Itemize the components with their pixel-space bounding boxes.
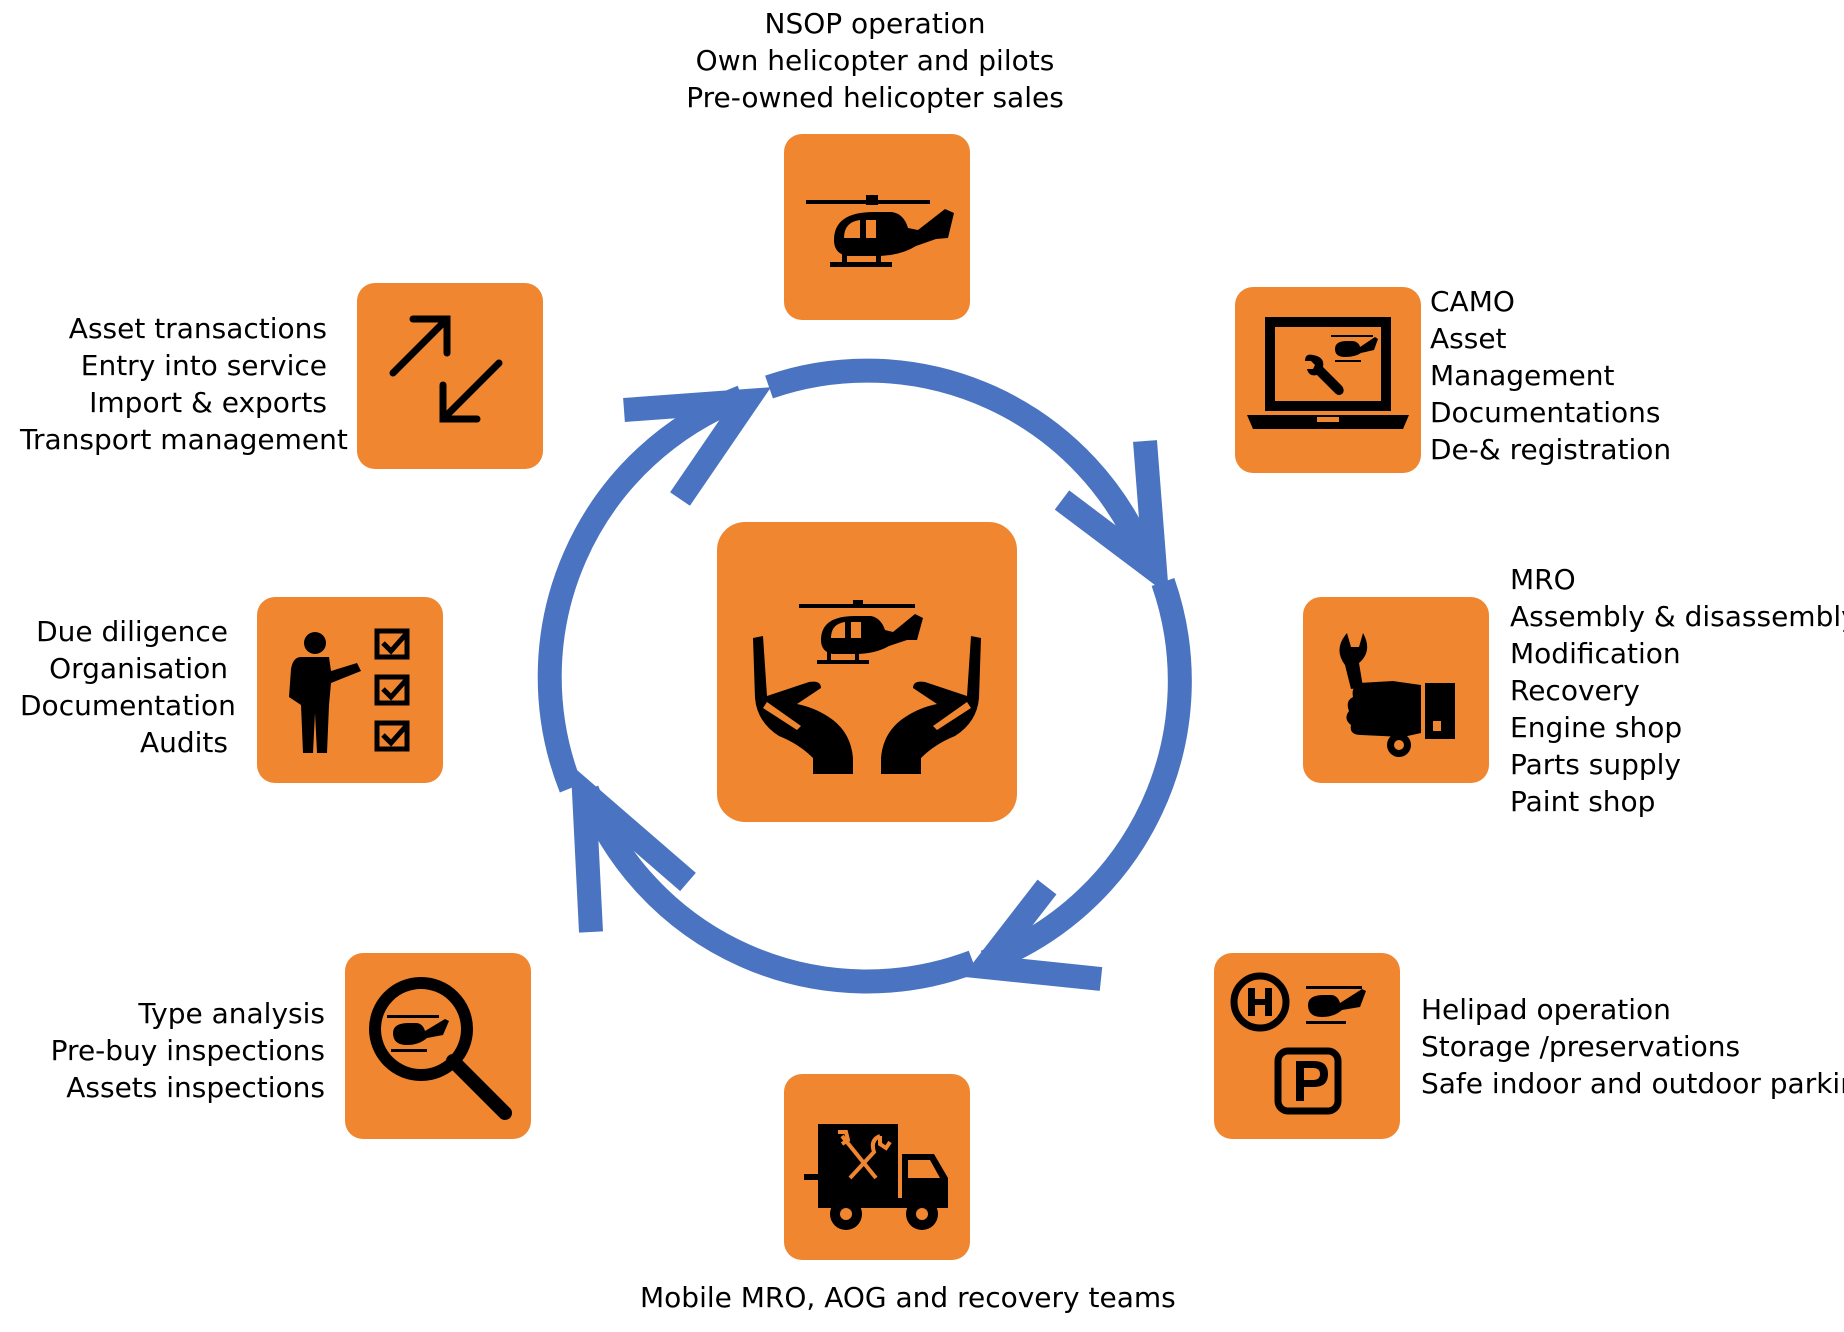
camo-line-4: Documentations <box>1430 396 1661 429</box>
exchange-arrows-icon <box>389 315 503 423</box>
transactions-tile <box>357 283 543 469</box>
hands-helicopter-icon <box>753 600 981 774</box>
laptop-helicopter-wrench-icon <box>1247 317 1409 429</box>
camo-line-2: Asset <box>1430 322 1507 355</box>
inspection-line-1: Type analysis <box>138 997 325 1030</box>
cycle-arc-bottom-left <box>575 785 978 994</box>
arrowhead-top-right <box>1054 440 1170 596</box>
transactions-line-1: Asset transactions <box>68 312 327 345</box>
top-label: NSOP operation Own helicopter and pilots… <box>650 5 1100 116</box>
arrowhead-bottom-left <box>570 764 696 933</box>
helipad-line-1: Helipad operation <box>1421 993 1671 1026</box>
cycle-arc-top-left <box>537 385 747 793</box>
repair-truck-icon <box>804 1124 948 1230</box>
mro-tile <box>1303 597 1489 783</box>
diligence-line-2: Organisation <box>49 652 228 685</box>
camo-line-1: CAMO <box>1430 285 1515 318</box>
camo-tile <box>1235 287 1421 473</box>
magnifier-helicopter-icon <box>369 977 512 1120</box>
helipad-tile <box>1214 953 1400 1139</box>
diligence-label: Due diligence Organisation Documentation… <box>20 613 236 761</box>
transactions-line-4: Transport management <box>20 423 348 456</box>
cycle-arc-top-right <box>765 358 1157 563</box>
top-line-2: Own helicopter and pilots <box>695 44 1055 77</box>
diligence-line-4: Audits <box>139 726 228 759</box>
mro-line-2: Assembly & disassembly <box>1510 600 1844 633</box>
cycle-arc-bottom-right <box>980 578 1192 974</box>
helipad-parking-icon <box>1230 972 1366 1115</box>
diligence-line-3: Documentation <box>20 689 236 722</box>
transactions-line-3: Import & exports <box>89 386 327 419</box>
transactions-line-2: Entry into service <box>80 349 327 382</box>
helicopter-icon <box>806 195 954 267</box>
mro-line-1: MRO <box>1510 563 1576 596</box>
hand-wrench-icon <box>1339 633 1455 757</box>
diligence-line-1: Due diligence <box>36 615 228 648</box>
diligence-tile <box>257 597 443 783</box>
camo-line-5: De-& registration <box>1430 433 1672 466</box>
center-tile <box>717 522 1017 822</box>
inspection-line-3: Assets inspections <box>66 1071 325 1104</box>
inspection-label: Type analysis Pre-buy inspections Assets… <box>20 995 325 1106</box>
mro-line-3: Modification <box>1510 637 1681 670</box>
mro-line-5: Engine shop <box>1510 711 1683 744</box>
mobile-label: Mobile MRO, AOG and recovery teams <box>640 1279 1176 1316</box>
arrowhead-bottom-right <box>962 879 1103 991</box>
mobile-line-1: Mobile MRO, AOG and recovery teams <box>640 1281 1176 1314</box>
inspection-tile <box>345 953 531 1139</box>
camo-label: CAMO Asset Management Documentations De-… <box>1430 283 1671 468</box>
mro-line-6: Parts supply <box>1510 748 1681 781</box>
mro-label: MRO Assembly & disassembly Modification … <box>1510 561 1844 820</box>
helipad-label: Helipad operation Storage /preservations… <box>1421 991 1844 1102</box>
top-line-1: NSOP operation <box>764 7 986 40</box>
presenter-checklist-icon <box>289 628 410 753</box>
mobile-tile <box>784 1074 970 1260</box>
mro-line-7: Paint shop <box>1510 785 1656 818</box>
helipad-line-3: Safe indoor and outdoor parking <box>1421 1067 1844 1100</box>
top-tile <box>784 134 970 320</box>
mro-line-4: Recovery <box>1510 674 1640 707</box>
top-line-3: Pre-owned helicopter sales <box>686 81 1064 114</box>
inspection-line-2: Pre-buy inspections <box>50 1034 325 1067</box>
helipad-line-2: Storage /preservations <box>1421 1030 1741 1063</box>
transactions-label: Asset transactions Entry into service Im… <box>20 310 348 458</box>
arrowhead-top-left <box>623 387 771 506</box>
camo-line-3: Management <box>1430 359 1615 392</box>
